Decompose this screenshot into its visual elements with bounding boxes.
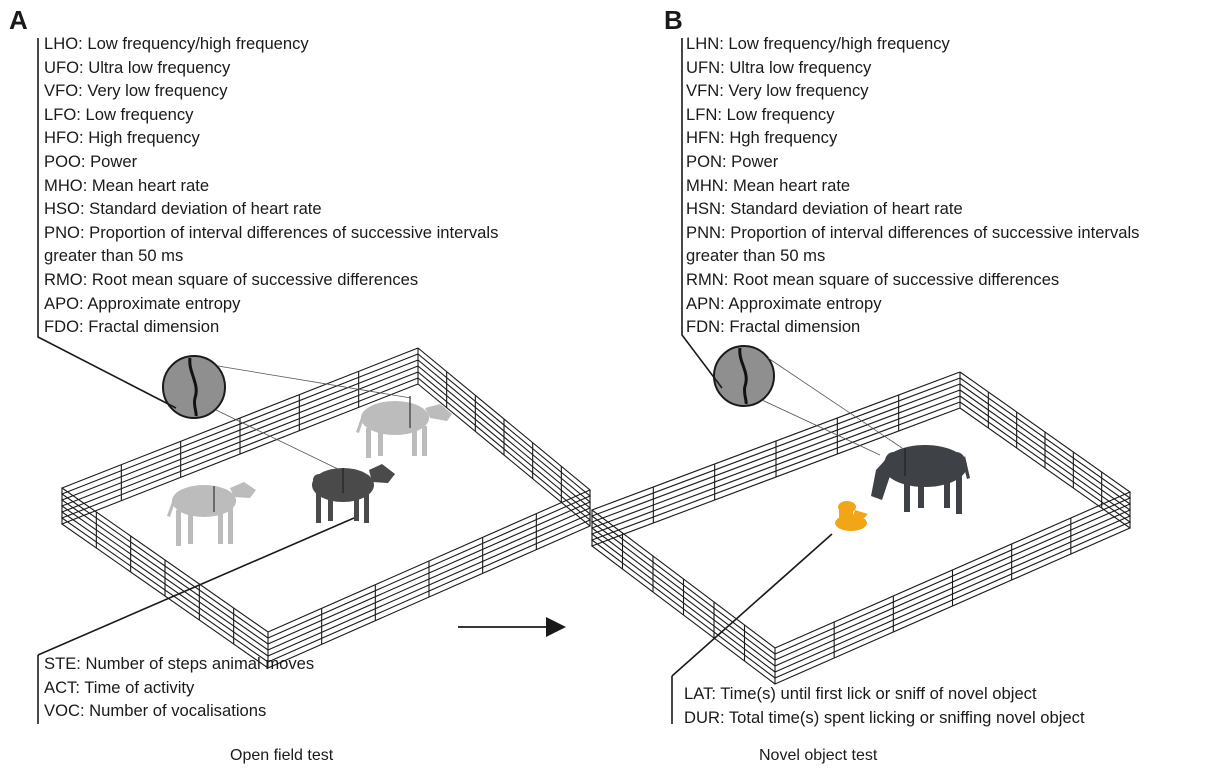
- variable-label: RMN: Root mean square of successive diff…: [686, 268, 1139, 292]
- behaviour-variables-list-a: STE: Number of steps animal moves ACT: T…: [44, 652, 314, 723]
- arena-fence-open-field: [62, 348, 590, 668]
- variable-label: FDN: Fractal dimension: [686, 315, 1139, 339]
- fence-rail: [62, 384, 590, 668]
- variable-label: DUR: Total time(s) spent licking or snif…: [684, 706, 1085, 730]
- variable-label: LAT: Time(s) until first lick or sniff o…: [684, 682, 1085, 706]
- variable-label: VFN: Very low frequency: [686, 79, 1139, 103]
- heart-rate-sensor-magnifier-b: [714, 346, 902, 455]
- variable-label: HSN: Standard deviation of heart rate: [686, 197, 1139, 221]
- variable-label: UFO: Ultra low frequency: [44, 56, 498, 80]
- variable-label: ACT: Time of activity: [44, 676, 314, 700]
- heart-rate-variables-list-b: LHN: Low frequency/high frequency UFN: U…: [686, 32, 1139, 339]
- variable-label: PNO: Proportion of interval differences …: [44, 221, 498, 245]
- variable-label: HSO: Standard deviation of heart rate: [44, 197, 498, 221]
- variable-label: greater than 50 ms: [686, 244, 1139, 268]
- arrow-icon: [458, 617, 566, 637]
- cow-gray-back-icon: [356, 401, 452, 458]
- cow-gray-front-icon: [167, 482, 256, 546]
- caption-novel-object-test: Novel object test: [759, 747, 877, 765]
- variable-label: FDO: Fractal dimension: [44, 315, 498, 339]
- variable-label: HFN: Hgh frequency: [686, 126, 1139, 150]
- panel-letter-b: B: [664, 7, 683, 33]
- variable-label: MHN: Mean heart rate: [686, 174, 1139, 198]
- behaviour-variables-list-b: LAT: Time(s) until first lick or sniff o…: [684, 682, 1085, 729]
- variable-label: VFO: Very low frequency: [44, 79, 498, 103]
- cow-focal-open-field-icon: [312, 464, 395, 523]
- variable-label: LHN: Low frequency/high frequency: [686, 32, 1139, 56]
- variable-label: VOC: Number of vocalisations: [44, 699, 314, 723]
- variable-label: LHO: Low frequency/high frequency: [44, 32, 498, 56]
- cow-focal-novel-object-icon: [871, 445, 970, 514]
- variable-label: HFO: High frequency: [44, 126, 498, 150]
- variable-label: LFN: Low frequency: [686, 103, 1139, 127]
- variable-label: APO: Approximate entropy: [44, 292, 498, 316]
- variable-label: PNN: Proportion of interval differences …: [686, 221, 1139, 245]
- variable-label: POO: Power: [44, 150, 498, 174]
- novel-object-icon: [835, 501, 868, 531]
- panel-letter-a: A: [9, 7, 28, 33]
- caption-open-field-test: Open field test: [230, 747, 333, 765]
- variable-label: UFN: Ultra low frequency: [686, 56, 1139, 80]
- heart-rate-variables-list-a: LHO: Low frequency/high frequency UFO: U…: [44, 32, 498, 339]
- variable-label: MHO: Mean heart rate: [44, 174, 498, 198]
- variable-label: RMO: Root mean square of successive diff…: [44, 268, 498, 292]
- variable-label: STE: Number of steps animal moves: [44, 652, 314, 676]
- variable-label: greater than 50 ms: [44, 244, 498, 268]
- variable-label: LFO: Low frequency: [44, 103, 498, 127]
- variable-label: PON: Power: [686, 150, 1139, 174]
- variable-label: APN: Approximate entropy: [686, 292, 1139, 316]
